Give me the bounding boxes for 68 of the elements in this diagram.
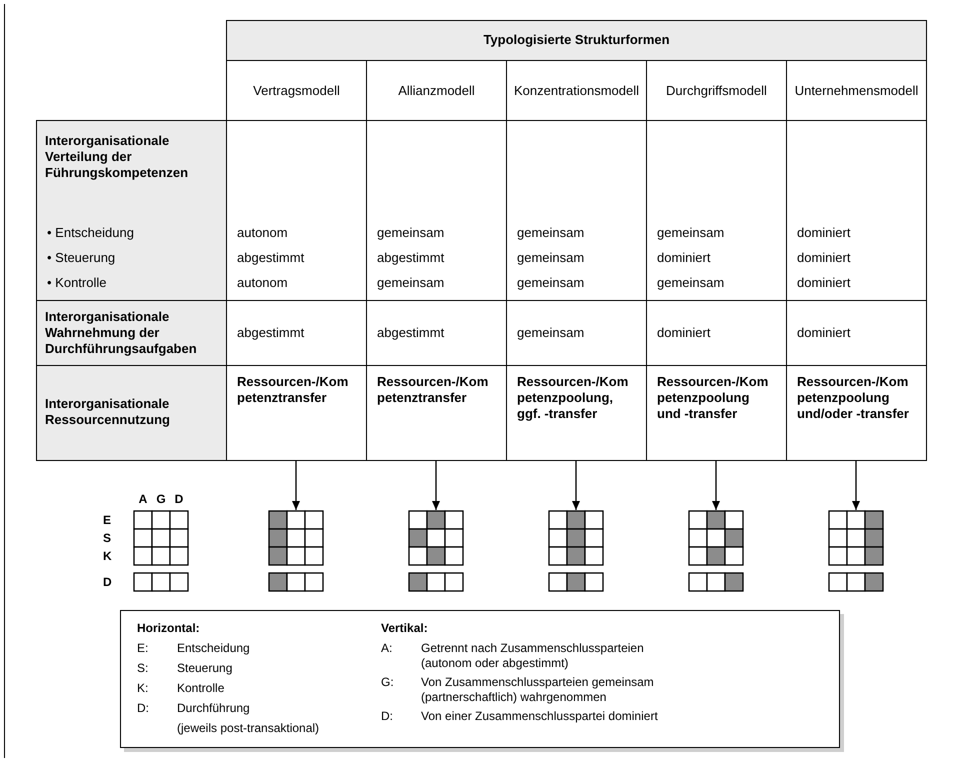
cell-value: gemeinsam — [657, 275, 726, 291]
column-letter: G — [155, 491, 167, 507]
cell-value: autonom — [237, 275, 289, 291]
column-header: Konzentrationsmodell — [512, 83, 640, 99]
matrix-grid — [828, 510, 884, 592]
legend-text: Von Zusammenschlussparteien gemeinsam (partnerschaftlich) wahrgenommen — [421, 675, 655, 705]
legend-text: Durchführung — [177, 701, 250, 716]
row-header: Interorganisationale Verteilung der Führungskompetenzen — [45, 133, 190, 181]
cell-value: gemeinsam — [517, 225, 586, 241]
legend-text: Getrennt nach Zusammenschlussparteien (autonom oder abgestimmt) — [421, 641, 645, 671]
legend-key: S: — [137, 661, 148, 676]
cell-value: abgestimmt — [237, 250, 306, 266]
table-cell: Ressourcen-/Kompetenzpoolung und/oder -transfer — [786, 365, 927, 461]
cell-value: gemeinsam — [377, 225, 446, 241]
legend-heading: Vertikal: — [381, 621, 428, 636]
cell-value: dominiert — [657, 250, 712, 266]
arrow — [712, 461, 720, 510]
arrow — [852, 461, 860, 510]
legend-key: D: — [381, 709, 393, 724]
legend-text: Von einer Zusammenschlusspartei dominiert — [421, 709, 659, 724]
legend-key: A: — [381, 641, 392, 656]
list-item: • Entscheidung — [47, 225, 135, 241]
row-letter: S — [103, 530, 112, 546]
legend-text: Kontrolle — [177, 681, 224, 696]
list-item: • Steuerung — [47, 250, 116, 266]
legend-key: G: — [381, 675, 394, 690]
cell-value: dominiert — [797, 225, 852, 241]
legend-key: D: — [137, 701, 149, 716]
legend-text: Steuerung — [177, 661, 232, 676]
column-letter: A — [138, 491, 148, 507]
arrow — [292, 461, 300, 510]
cell-value: dominiert — [797, 325, 852, 341]
column-header: Allianzmodell — [397, 83, 476, 99]
column-header: Unternehmensmodell — [794, 83, 920, 99]
cell-value: gemeinsam — [517, 275, 586, 291]
row-letter: K — [103, 548, 113, 564]
matrix-grid — [133, 510, 189, 592]
arrow — [572, 461, 580, 510]
column-header: Durchgriffsmodell — [665, 83, 768, 99]
legend-note: (jeweils post-transaktional) — [177, 721, 320, 736]
matrix-grid — [688, 510, 744, 592]
cell-value: dominiert — [797, 275, 852, 291]
cell-value: abgestimmt — [377, 250, 446, 266]
column-letter: D — [174, 491, 184, 507]
cell-value: abgestimmt — [377, 325, 446, 341]
cell-value: dominiert — [657, 325, 712, 341]
legend-text: Entscheidung — [177, 641, 250, 656]
cell-value: autonom — [237, 225, 289, 241]
cell-value: gemeinsam — [377, 275, 446, 291]
legend-key: K: — [137, 681, 148, 696]
arrow — [432, 461, 440, 510]
matrix-grid — [548, 510, 604, 592]
legend-key: E: — [137, 641, 148, 656]
cell-value: gemeinsam — [517, 250, 586, 266]
cell-value: gemeinsam — [517, 325, 586, 341]
row-letter: D — [103, 574, 113, 590]
row-letter: E — [103, 512, 112, 528]
legend-heading: Horizontal: — [137, 621, 200, 636]
list-item: • Kontrolle — [47, 275, 108, 291]
row-header: Interorganisationale Wahrnehmung der Durchführungsaufgaben — [45, 309, 198, 357]
column-header: Vertragsmodell — [252, 83, 341, 99]
matrix-grid — [268, 510, 324, 592]
row-header: Interorganisationale Ressourcennutzung — [45, 396, 171, 428]
cell-value: gemeinsam — [657, 225, 726, 241]
cell-value: dominiert — [797, 250, 852, 266]
matrix-grid — [408, 510, 464, 592]
column-title: Typologisierte Strukturformen — [482, 32, 671, 48]
cell-value: abgestimmt — [237, 325, 306, 341]
